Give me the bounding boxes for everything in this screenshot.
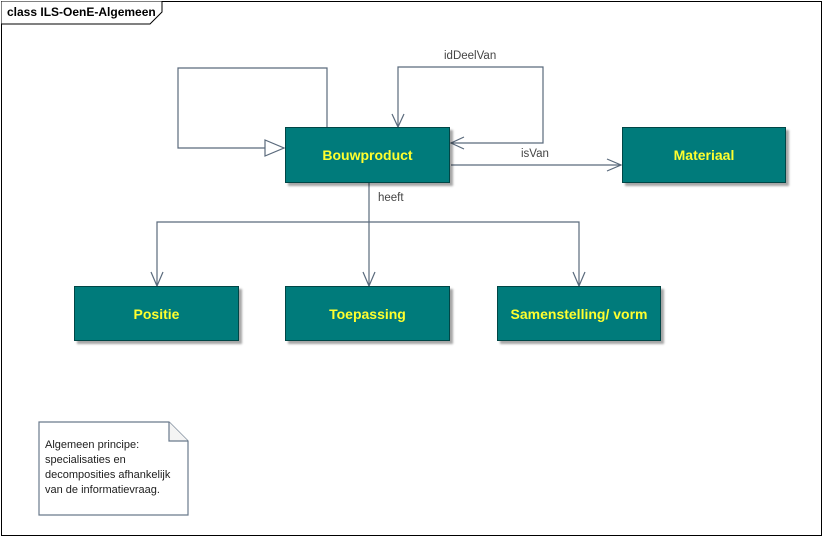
heeft-label: heeft bbox=[378, 192, 404, 204]
class-toepassing[interactable]: Toepassing bbox=[285, 286, 450, 341]
frame-title-tab bbox=[1, 1, 163, 25]
diagram-title: class ILS-OenE-Algemeen bbox=[7, 5, 156, 19]
note-line: decomposities afhankelijk bbox=[45, 469, 171, 481]
class-bouwproduct[interactable]: Bouwproduct bbox=[285, 127, 450, 183]
isvan-label: isVan bbox=[521, 148, 549, 160]
generalization-arrowhead bbox=[264, 139, 286, 157]
class-positie-label: Positie bbox=[133, 305, 180, 322]
class-samenstelling-vorm-label: Samenstelling/ vorm bbox=[510, 305, 648, 322]
class-positie[interactable]: Positie bbox=[74, 286, 239, 341]
class-toepassing-label: Toepassing bbox=[329, 305, 406, 322]
iddeelvan-arrowhead-bouwproduct-right bbox=[449, 136, 465, 150]
generalization-self-connector bbox=[177, 67, 328, 149]
heeft-branches bbox=[156, 221, 580, 286]
class-samenstelling-vorm[interactable]: Samenstelling/ vorm bbox=[497, 286, 661, 341]
class-materiaal[interactable]: Materiaal bbox=[622, 127, 786, 183]
note-shape[interactable] bbox=[38, 421, 190, 517]
note-line: Algemeen principe: bbox=[45, 439, 140, 451]
class-materiaal-label: Materiaal bbox=[673, 147, 735, 163]
note-line: specialisaties en bbox=[45, 454, 126, 466]
iddeelvan-connector bbox=[397, 66, 544, 144]
iddeelvan-label: idDeelVan bbox=[444, 50, 497, 62]
isvan-arrowhead bbox=[606, 158, 623, 172]
note-line: van de informatievraag. bbox=[45, 484, 160, 496]
note-text: Algemeen principe: specialisaties en dec… bbox=[45, 438, 183, 498]
class-bouwproduct-label: Bouwproduct bbox=[322, 147, 413, 163]
